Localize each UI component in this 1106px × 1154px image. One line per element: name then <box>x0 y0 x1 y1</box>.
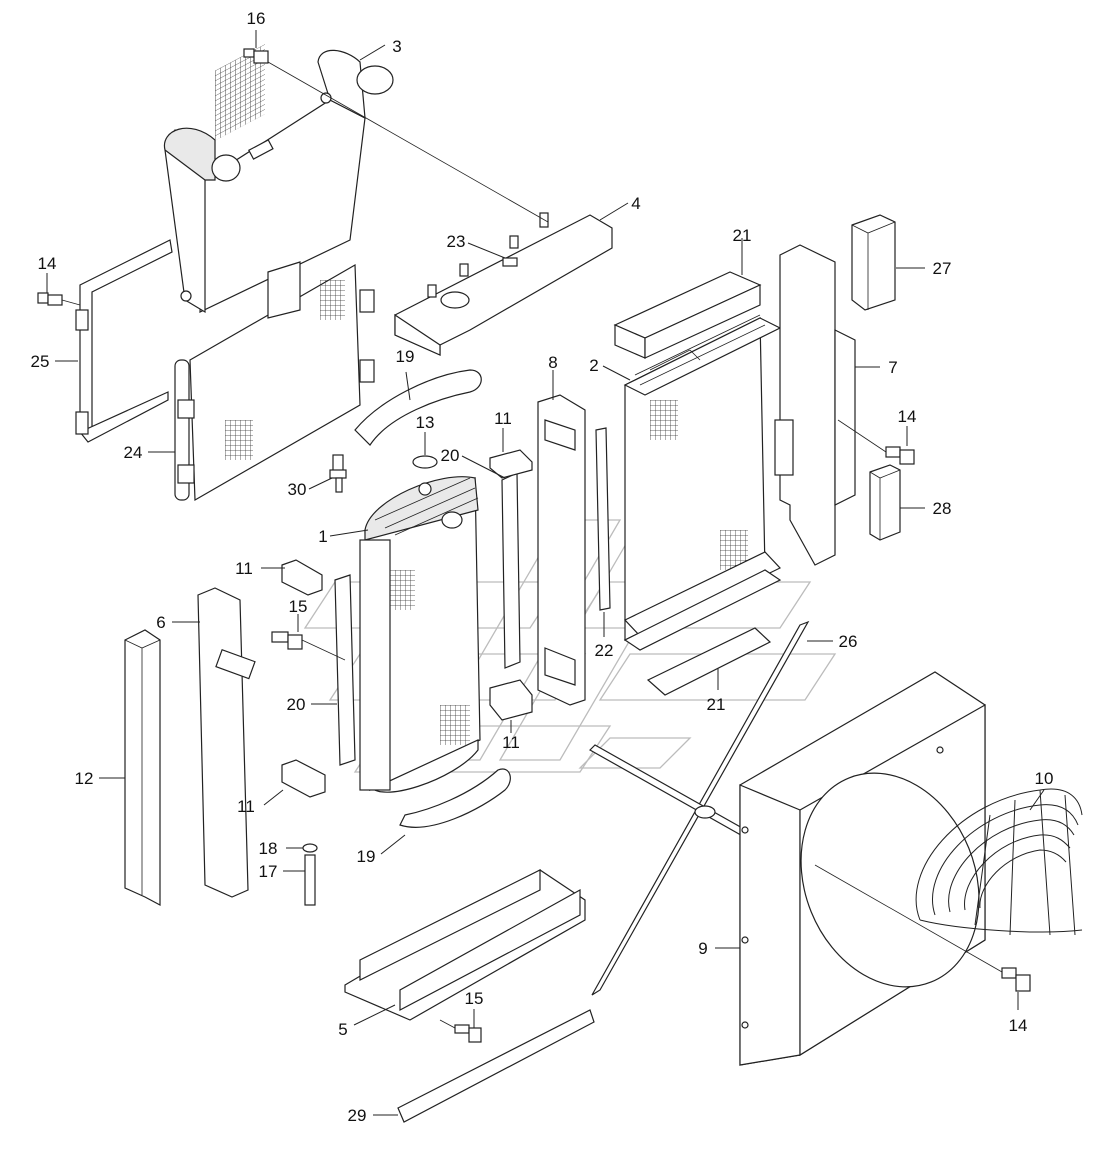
callout-11-left-upper: 11 <box>235 559 253 578</box>
part-11-clip-1 <box>489 449 533 479</box>
part-5-bracket <box>344 869 586 1021</box>
callout-11-top: 11 <box>494 409 512 428</box>
callout-16: 16 <box>247 9 266 28</box>
callout-1: 1 <box>318 527 327 546</box>
callout-12: 12 <box>75 769 94 788</box>
part-8-frame <box>537 394 586 706</box>
part-6-bracket <box>197 587 256 898</box>
callout-26: 26 <box>839 632 858 651</box>
callout-14-bottom: 14 <box>1009 1016 1028 1035</box>
fastener-14-right <box>885 446 915 465</box>
part-28-pad <box>869 464 901 541</box>
callout-15-middle: 15 <box>289 597 308 616</box>
callout-3: 3 <box>392 37 401 56</box>
callout-17: 17 <box>259 862 278 881</box>
intercooler <box>163 44 394 314</box>
part-25-frame <box>75 239 173 443</box>
radiator-top-cells <box>634 314 766 386</box>
part-11-clip-4 <box>281 759 326 798</box>
callout-10: 10 <box>1035 769 1054 788</box>
fastener-14-bottom <box>1001 967 1031 992</box>
part-18-grommet <box>302 843 318 853</box>
part-24-condenser <box>174 261 375 502</box>
part-29-strip <box>397 1009 595 1123</box>
callout-9: 9 <box>698 939 707 958</box>
part-20-seal-right <box>501 472 521 669</box>
callout-14-left: 14 <box>38 254 57 273</box>
callout-5: 5 <box>338 1020 347 1039</box>
part-7-bracket <box>774 244 856 566</box>
part-9-fan-shroud <box>739 671 986 1066</box>
fastener-16 <box>243 48 269 64</box>
callout-7: 7 <box>888 358 897 377</box>
part-26-strut <box>589 620 810 996</box>
part-27-pad <box>851 214 896 311</box>
part-20-seal-left <box>334 574 356 766</box>
callout-23: 23 <box>447 232 466 251</box>
callout-14-right: 14 <box>898 407 917 426</box>
callout-18: 18 <box>259 839 278 858</box>
callout-20-upper: 20 <box>441 446 460 465</box>
part-17-tube <box>304 854 316 906</box>
callout-2: 2 <box>589 356 598 375</box>
part-19-lower-hose <box>399 768 511 828</box>
fastener-15-bottom <box>454 1024 482 1043</box>
part-10-fan-guard <box>915 788 1083 936</box>
part-1-radiator <box>359 476 481 793</box>
part-4-bracket <box>394 212 613 356</box>
part-30-bolt <box>329 454 347 493</box>
part-11-clip-3 <box>489 679 533 721</box>
callout-29: 29 <box>348 1106 367 1125</box>
callout-11-mid: 11 <box>502 733 520 752</box>
callout-6: 6 <box>156 613 165 632</box>
callout-28: 28 <box>933 499 952 518</box>
callout-22: 22 <box>595 641 614 660</box>
part-21-foam-strip-bottom <box>646 627 772 696</box>
part-21-foam-strip-top <box>613 271 762 359</box>
callout-27: 27 <box>933 259 952 278</box>
part-22-strip <box>595 427 611 611</box>
part-19-upper-hose <box>354 369 482 446</box>
callout-labels: 16 3 4 21 27 23 14 25 19 8 2 7 14 11 13 … <box>31 9 1054 1125</box>
callout-15-bottom: 15 <box>465 989 484 1008</box>
callout-25: 25 <box>31 352 50 371</box>
callout-19-lower: 19 <box>357 847 376 866</box>
fastener-15-middle <box>271 631 303 650</box>
callout-21-bottom: 21 <box>707 695 726 714</box>
callout-13: 13 <box>416 413 435 432</box>
part-12-channel <box>124 629 161 906</box>
callout-11-left-lower: 11 <box>237 797 255 816</box>
callout-4: 4 <box>631 194 640 213</box>
part-11-clip-2 <box>281 559 323 596</box>
callout-24: 24 <box>124 443 143 462</box>
fastener-14-left <box>37 292 63 306</box>
callout-21-top: 21 <box>733 226 752 245</box>
callout-30: 30 <box>288 480 307 499</box>
part-2-radiator <box>623 314 782 651</box>
callout-20-lower: 20 <box>287 695 306 714</box>
leader-lines <box>46 30 1045 1116</box>
callout-8: 8 <box>548 353 557 372</box>
part-13-cap <box>412 455 438 469</box>
callout-19-upper: 19 <box>396 347 415 366</box>
